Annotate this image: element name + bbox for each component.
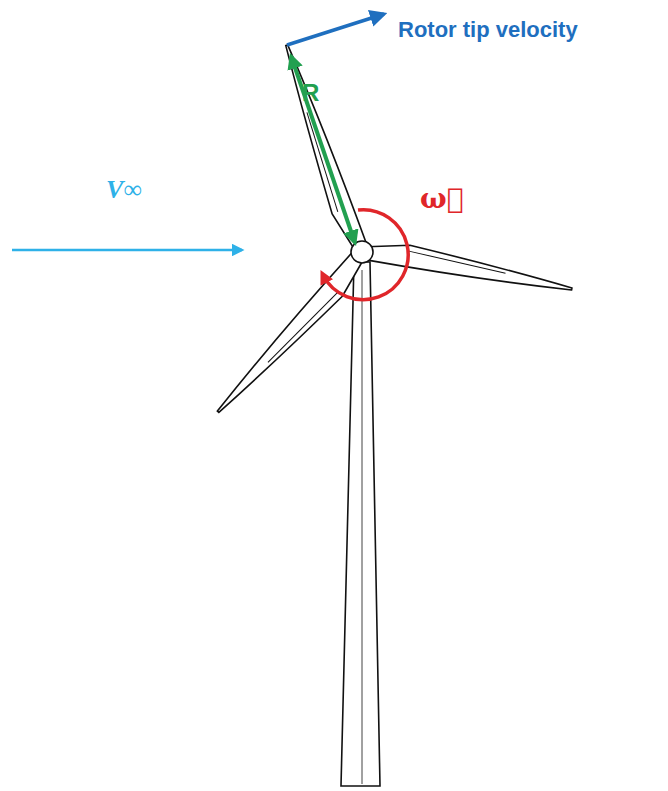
velocity-label: Rotor tip velocity	[398, 18, 578, 42]
blade	[213, 250, 371, 422]
radius-arrow	[291, 56, 355, 243]
angular-velocity-label: ω⃗	[420, 184, 463, 215]
rotation-arrow	[323, 210, 408, 300]
tower	[341, 262, 380, 786]
wind-speed-label: V∞	[106, 176, 142, 205]
tower-seam	[362, 270, 363, 784]
hub	[351, 241, 373, 263]
blade	[273, 43, 368, 253]
tip-velocity-arrow	[287, 14, 384, 45]
wind-arrow	[12, 249, 242, 252]
radius-label: R	[302, 80, 319, 106]
